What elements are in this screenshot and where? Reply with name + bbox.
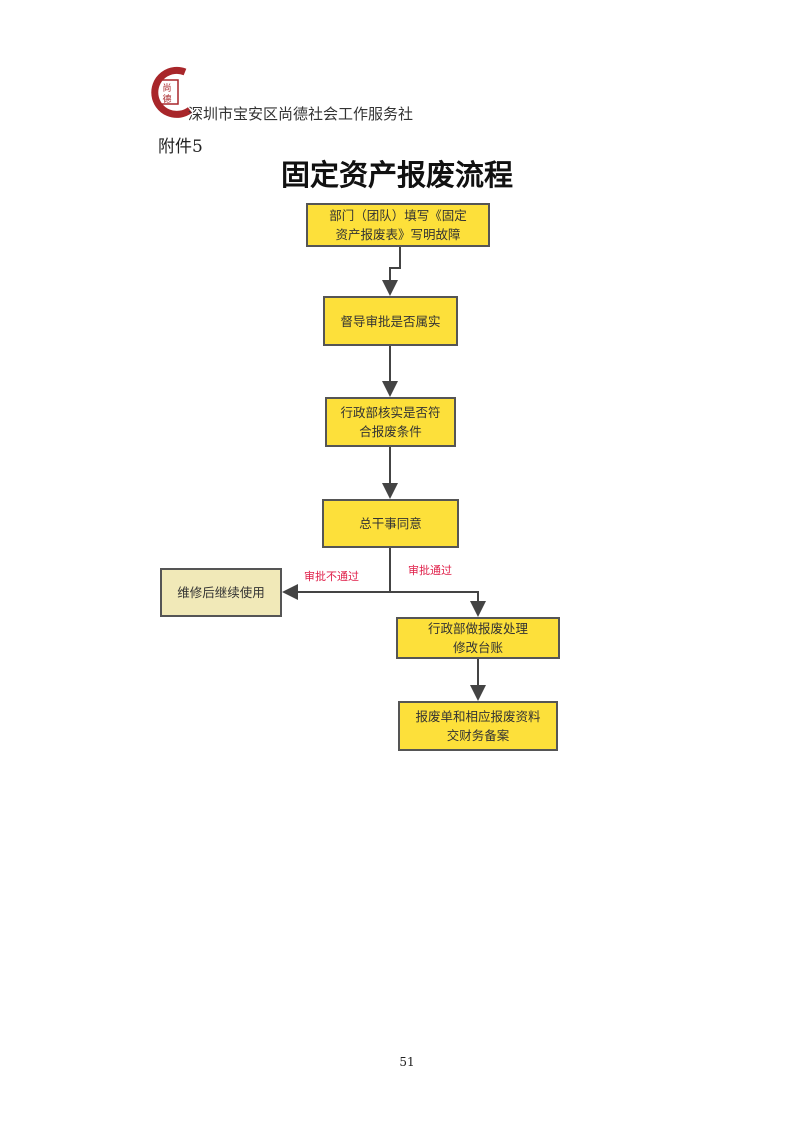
page-number: 51 bbox=[399, 1055, 415, 1069]
step-director-agree: 总干事同意 bbox=[322, 499, 459, 548]
reject-label: 审批不通过 bbox=[304, 570, 359, 583]
svg-text:尚: 尚 bbox=[162, 82, 171, 94]
step-finance-file: 报废单和相应报废资料 交财务备案 bbox=[398, 701, 558, 751]
approve-label: 审批通过 bbox=[408, 564, 452, 577]
step-repair-continue: 维修后继续使用 bbox=[160, 568, 282, 617]
logo-icon: 尚 德 bbox=[151, 66, 193, 118]
svg-text:德: 德 bbox=[162, 93, 171, 105]
step-admin-verify: 行政部核实是否符 合报废条件 bbox=[325, 397, 456, 447]
step-supervisor-approve: 督导审批是否属实 bbox=[323, 296, 458, 346]
organization-name: 深圳市宝安区尚德社会工作服务社 bbox=[188, 105, 414, 123]
step-fill-form: 部门（团队）填写《固定 资产报废表》写明故障 bbox=[306, 203, 490, 247]
step-admin-scrap: 行政部做报废处理 修改台账 bbox=[396, 617, 560, 659]
attachment-label: 附件5 bbox=[158, 137, 203, 157]
page-title: 固定资产报废流程 bbox=[280, 158, 513, 192]
